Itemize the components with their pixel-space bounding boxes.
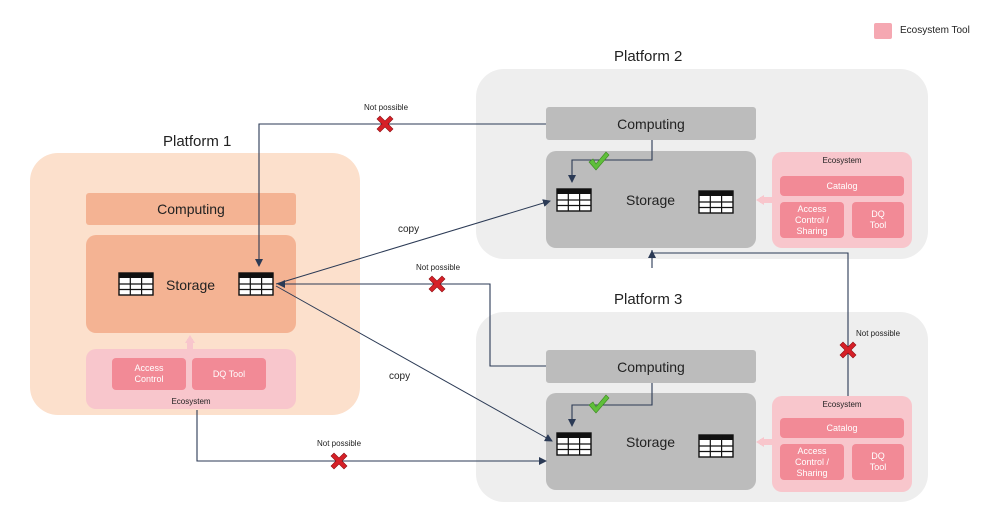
platform1-computing[interactable]: Computing: [86, 193, 296, 225]
cross-icon: [428, 275, 446, 293]
platform1-access-control-tool[interactable]: Access Control: [112, 358, 186, 390]
not-possible-label-4: Not possible: [856, 329, 901, 338]
cross-icon: [376, 115, 394, 133]
cross-icon: [330, 452, 348, 470]
copy-label-1: copy: [398, 224, 420, 235]
platform2-dq-tool[interactable]: DQ Tool: [852, 202, 904, 238]
copy-label-2: copy: [389, 371, 411, 382]
legend-swatch: [874, 23, 892, 39]
platform3-title: Platform 3: [614, 291, 683, 308]
platform2-ecosystem-label: Ecosystem: [822, 156, 862, 165]
platform3-storage-label: Storage: [626, 434, 676, 450]
platform3-computing[interactable]: Computing: [546, 350, 756, 383]
platform1-ecosystem-label: Ecosystem: [171, 397, 211, 406]
platform2-access-control-tool[interactable]: Access Control / Sharing: [780, 202, 844, 238]
platform1-storage-label: Storage: [166, 277, 216, 293]
platform2-title: Platform 2: [614, 48, 683, 65]
platform2-storage-label: Storage: [626, 192, 676, 208]
platform3-ecosystem-label: Ecosystem: [822, 400, 862, 409]
platform2-computing[interactable]: Computing: [546, 107, 756, 140]
not-possible-label-3: Not possible: [317, 439, 362, 448]
platform3-catalog[interactable]: Catalog: [780, 418, 904, 438]
platform1-title: Platform 1: [163, 133, 232, 150]
platform3-dq-tool[interactable]: DQ Tool: [852, 444, 904, 480]
legend-label: Ecosystem Tool: [900, 25, 970, 36]
platform2-catalog[interactable]: Catalog: [780, 176, 904, 196]
platform1-dq-tool[interactable]: DQ Tool: [192, 358, 266, 390]
not-possible-label-1: Not possible: [364, 103, 409, 112]
not-possible-label-2: Not possible: [416, 263, 461, 272]
platform3-access-control-tool[interactable]: Access Control / Sharing: [780, 444, 844, 480]
